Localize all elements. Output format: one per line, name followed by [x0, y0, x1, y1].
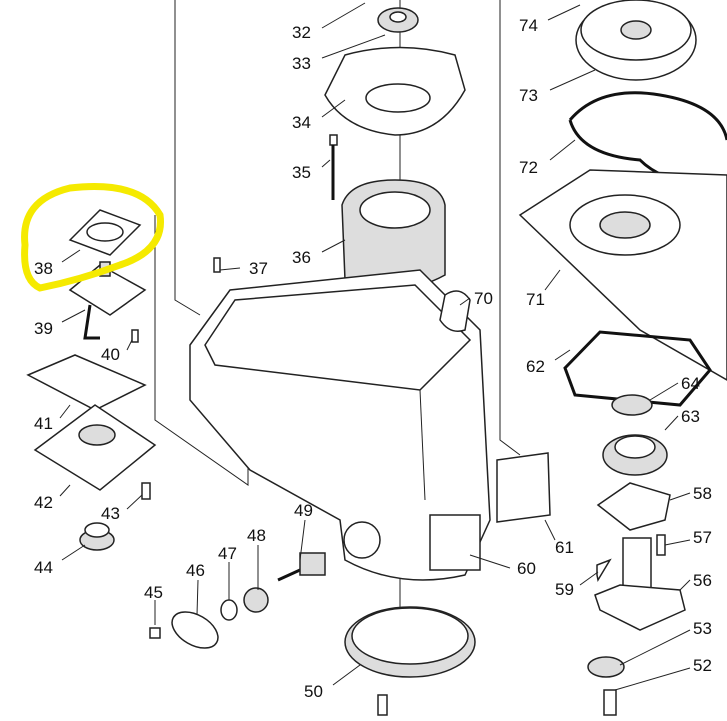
highlight-ring	[21, 183, 164, 292]
label-43: 43	[101, 504, 120, 523]
part-33-bearing	[377, 7, 419, 33]
label-56: 56	[693, 571, 712, 590]
label-47: 47	[218, 544, 237, 563]
part-71-gear-housing	[518, 169, 727, 381]
label-39: 39	[34, 319, 53, 338]
label-46: 46	[186, 561, 205, 580]
label-53: 53	[693, 619, 712, 638]
label-73: 73	[519, 86, 538, 105]
part-34-baffle	[324, 46, 466, 136]
part-51-screw	[377, 694, 388, 716]
label-33: 33	[292, 54, 311, 73]
part-56-spindle	[594, 537, 686, 631]
label-58: 58	[693, 484, 712, 503]
part-43-screw	[141, 482, 151, 500]
label-71: 71	[526, 290, 545, 309]
part-46-cap	[171, 611, 219, 649]
label-34: 34	[292, 113, 311, 132]
part-62-gasket	[563, 330, 712, 407]
part-36-field	[341, 179, 446, 290]
label-74: 74	[519, 16, 538, 35]
label-36: 36	[292, 248, 311, 267]
label-59: 59	[555, 580, 574, 599]
part-61-gasket	[496, 452, 551, 523]
part-64-seal	[611, 394, 653, 416]
part-labels: 32 33 34 35 36 37 38 39 40 41 42 43 44 4…	[34, 16, 712, 701]
part-70-plate	[439, 290, 471, 332]
part-35-screw	[329, 134, 338, 200]
label-49: 49	[294, 501, 313, 520]
part-39-cover	[68, 261, 147, 340]
part-44-plug	[79, 522, 115, 551]
part-40-screw	[131, 329, 139, 343]
part-58-plate	[596, 482, 671, 531]
label-57: 57	[693, 528, 712, 547]
part-59-key	[596, 558, 612, 583]
part-63-bearing	[602, 434, 668, 476]
label-70: 70	[474, 289, 493, 308]
label-32: 32	[292, 23, 311, 42]
label-41: 41	[34, 414, 53, 433]
label-44: 44	[34, 558, 53, 577]
part-45-screw	[149, 627, 161, 639]
part-42-plate	[33, 404, 157, 491]
part-47-ring	[220, 599, 238, 621]
leader-lines	[59, 2, 691, 691]
label-48: 48	[247, 526, 266, 545]
label-63: 63	[681, 407, 700, 426]
label-72: 72	[519, 158, 538, 177]
label-52: 52	[693, 656, 712, 675]
part-37-pin	[213, 257, 221, 273]
part-49-brush	[277, 552, 326, 582]
part-74-wheel	[575, 0, 697, 81]
label-37: 37	[249, 259, 268, 278]
label-35: 35	[292, 163, 311, 182]
label-42: 42	[34, 493, 53, 512]
label-61: 61	[555, 538, 574, 557]
label-40: 40	[101, 345, 120, 364]
part-48-holder	[243, 587, 269, 613]
part-housing	[189, 269, 491, 581]
label-45: 45	[144, 583, 163, 602]
label-50: 50	[304, 682, 323, 701]
part-50-grille	[344, 606, 476, 678]
part-41-gasket	[26, 354, 147, 411]
label-60: 60	[517, 559, 536, 578]
part-53-washer	[587, 656, 625, 678]
part-57-screw	[656, 534, 666, 556]
label-64: 64	[681, 374, 700, 393]
part-38-gasket	[68, 209, 142, 256]
label-62: 62	[526, 357, 545, 376]
label-38: 38	[34, 259, 53, 278]
part-52-screw	[603, 689, 617, 716]
